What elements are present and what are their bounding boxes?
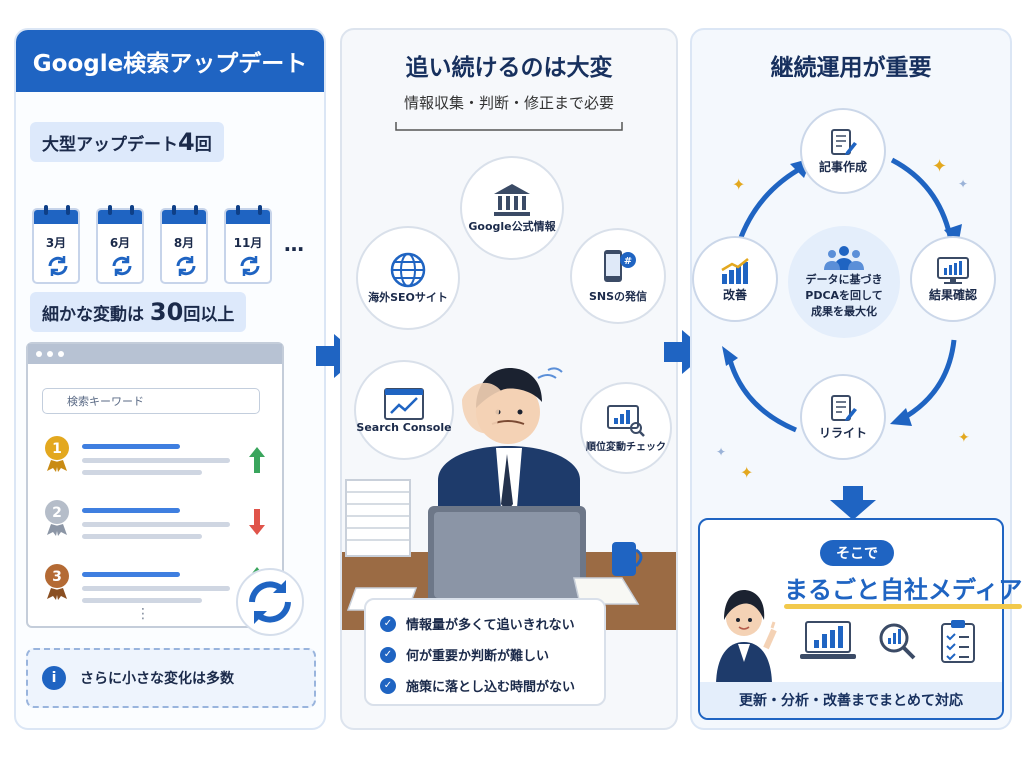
google-official-bubble: Google公式情報 — [460, 156, 564, 260]
laptop-chart-icon — [800, 621, 856, 659]
globe-icon — [390, 252, 426, 288]
continuous-operation-panel: 継続運用が重要 ✦ ✦ ✦ ✦ ✦ ✦ 記事作成 結果確認 リライト 改善 デー… — [690, 28, 1023, 730]
refresh-icon — [176, 256, 196, 276]
refresh-icon — [112, 256, 132, 276]
solution-box: そこで まるごと自社メディア 更新・分析・改善までまとめて対応 — [698, 518, 1023, 720]
cta-footer: 更新・分析・改善までまとめて対応 — [700, 682, 1002, 718]
cycle-node-rewrite: リライト — [800, 374, 886, 460]
worried-person-illustration — [342, 367, 676, 630]
cycle-node-check: 結果確認 — [910, 236, 996, 322]
sns-bubble: # SNSの発信 — [570, 228, 666, 324]
svg-text:✦: ✦ — [958, 177, 968, 191]
growth-chart-icon — [721, 257, 749, 284]
check-icon: ✓ — [380, 677, 396, 694]
info-icon: i — [42, 666, 66, 690]
svg-text:2: 2 — [52, 505, 62, 521]
document-pen-icon — [831, 394, 857, 421]
overseas-seo-bubble: 海外SEOサイト — [356, 226, 460, 330]
calendar-icon: 11月 — [224, 205, 272, 284]
check-icon: ✓ — [380, 615, 396, 632]
browser-toolbar — [28, 344, 282, 364]
calendar-icon: 8月 — [160, 205, 208, 284]
problem-item: ✓施策に落とし込む時間がない — [380, 670, 590, 701]
check-icon: ✓ — [380, 646, 396, 663]
google-update-panel: Google検索アップデート 大型アップデート4回 3月 6月 8月 11月 …… — [14, 28, 326, 730]
info-text: さらに小さな変化は多数 — [80, 671, 234, 687]
cta-title: まるごと自社メディア — [784, 570, 1023, 609]
panel2-title: 追い続けるのは大変 — [405, 55, 613, 81]
search-results-browser: 検索キーワード 1 2 3 ⋮ — [26, 342, 284, 628]
problem-item: ✓何が重要か判断が難しい — [380, 639, 590, 670]
woman-illustration — [716, 590, 777, 686]
svg-text:#: # — [624, 256, 632, 267]
document-pen-icon — [831, 128, 857, 155]
calendar-icon: 6月 — [96, 205, 144, 284]
panel3-title: 継続運用が重要 — [770, 55, 932, 81]
bank-icon — [494, 184, 530, 216]
panel1-header: Google検索アップデート — [16, 30, 324, 92]
problem-item: ✓情報量が多くて追いきれない — [380, 608, 590, 639]
hard-to-follow-panel: 追い続けるのは大変 情報収集・判断・修正まで必要 Google公式情報 海外SE… — [340, 28, 678, 730]
sync-icon — [236, 568, 304, 636]
search-input[interactable]: 検索キーワード — [42, 388, 260, 414]
calendar-icon: 3月 — [32, 205, 80, 284]
svg-text:1: 1 — [52, 441, 62, 457]
refresh-icon — [48, 256, 68, 276]
down-arrow-icon — [249, 509, 265, 535]
analytics-window-icon — [384, 387, 424, 420]
rank-check-bubble: 順位変動チェック — [580, 382, 672, 474]
small-changes-chip: 細かな変動は 30回以上 — [30, 292, 247, 332]
monitor-magnifier-icon — [607, 404, 645, 437]
magnifier-chart-icon — [879, 623, 916, 660]
smartphone-icon: # — [604, 250, 636, 282]
checklist-icon — [941, 620, 975, 663]
info-box: i さらに小さな変化は多数 — [26, 648, 316, 708]
search-console-bubble: Search Console — [354, 360, 454, 460]
bronze-medal-icon: 3 — [45, 564, 69, 600]
problem-list: ✓情報量が多くて追いきれない ✓何が重要か判断が難しい ✓施策に落とし込む時間が… — [364, 598, 606, 706]
cycle-node-write: 記事作成 — [800, 108, 886, 194]
big-updates-chip: 大型アップデート4回 — [30, 122, 224, 162]
down-flow-arrow-icon — [830, 486, 876, 520]
team-icon — [824, 246, 864, 270]
silver-medal-icon: 2 — [45, 500, 69, 536]
more-results: ⋮ — [136, 606, 150, 622]
pdca-center: データに基づき PDCAを回して 成果を最大化 — [788, 226, 900, 338]
panel2-subtitle: 情報収集・判断・修正まで必要 — [403, 94, 614, 112]
cta-badge: そこで — [820, 540, 894, 566]
refresh-icon — [240, 256, 260, 276]
svg-text:3: 3 — [52, 569, 62, 585]
up-arrow-icon — [249, 447, 265, 473]
monitor-chart-icon — [937, 256, 969, 284]
svg-text:✦: ✦ — [732, 175, 745, 194]
svg-text:✦: ✦ — [958, 430, 970, 446]
more-ellipsis: … — [284, 232, 304, 256]
brace-decoration — [395, 122, 623, 131]
cycle-node-improve: 改善 — [692, 236, 778, 322]
svg-text:✦: ✦ — [716, 445, 726, 459]
svg-text:✦: ✦ — [740, 463, 753, 482]
gold-medal-icon: 1 — [45, 436, 69, 472]
svg-text:✦: ✦ — [932, 156, 947, 177]
